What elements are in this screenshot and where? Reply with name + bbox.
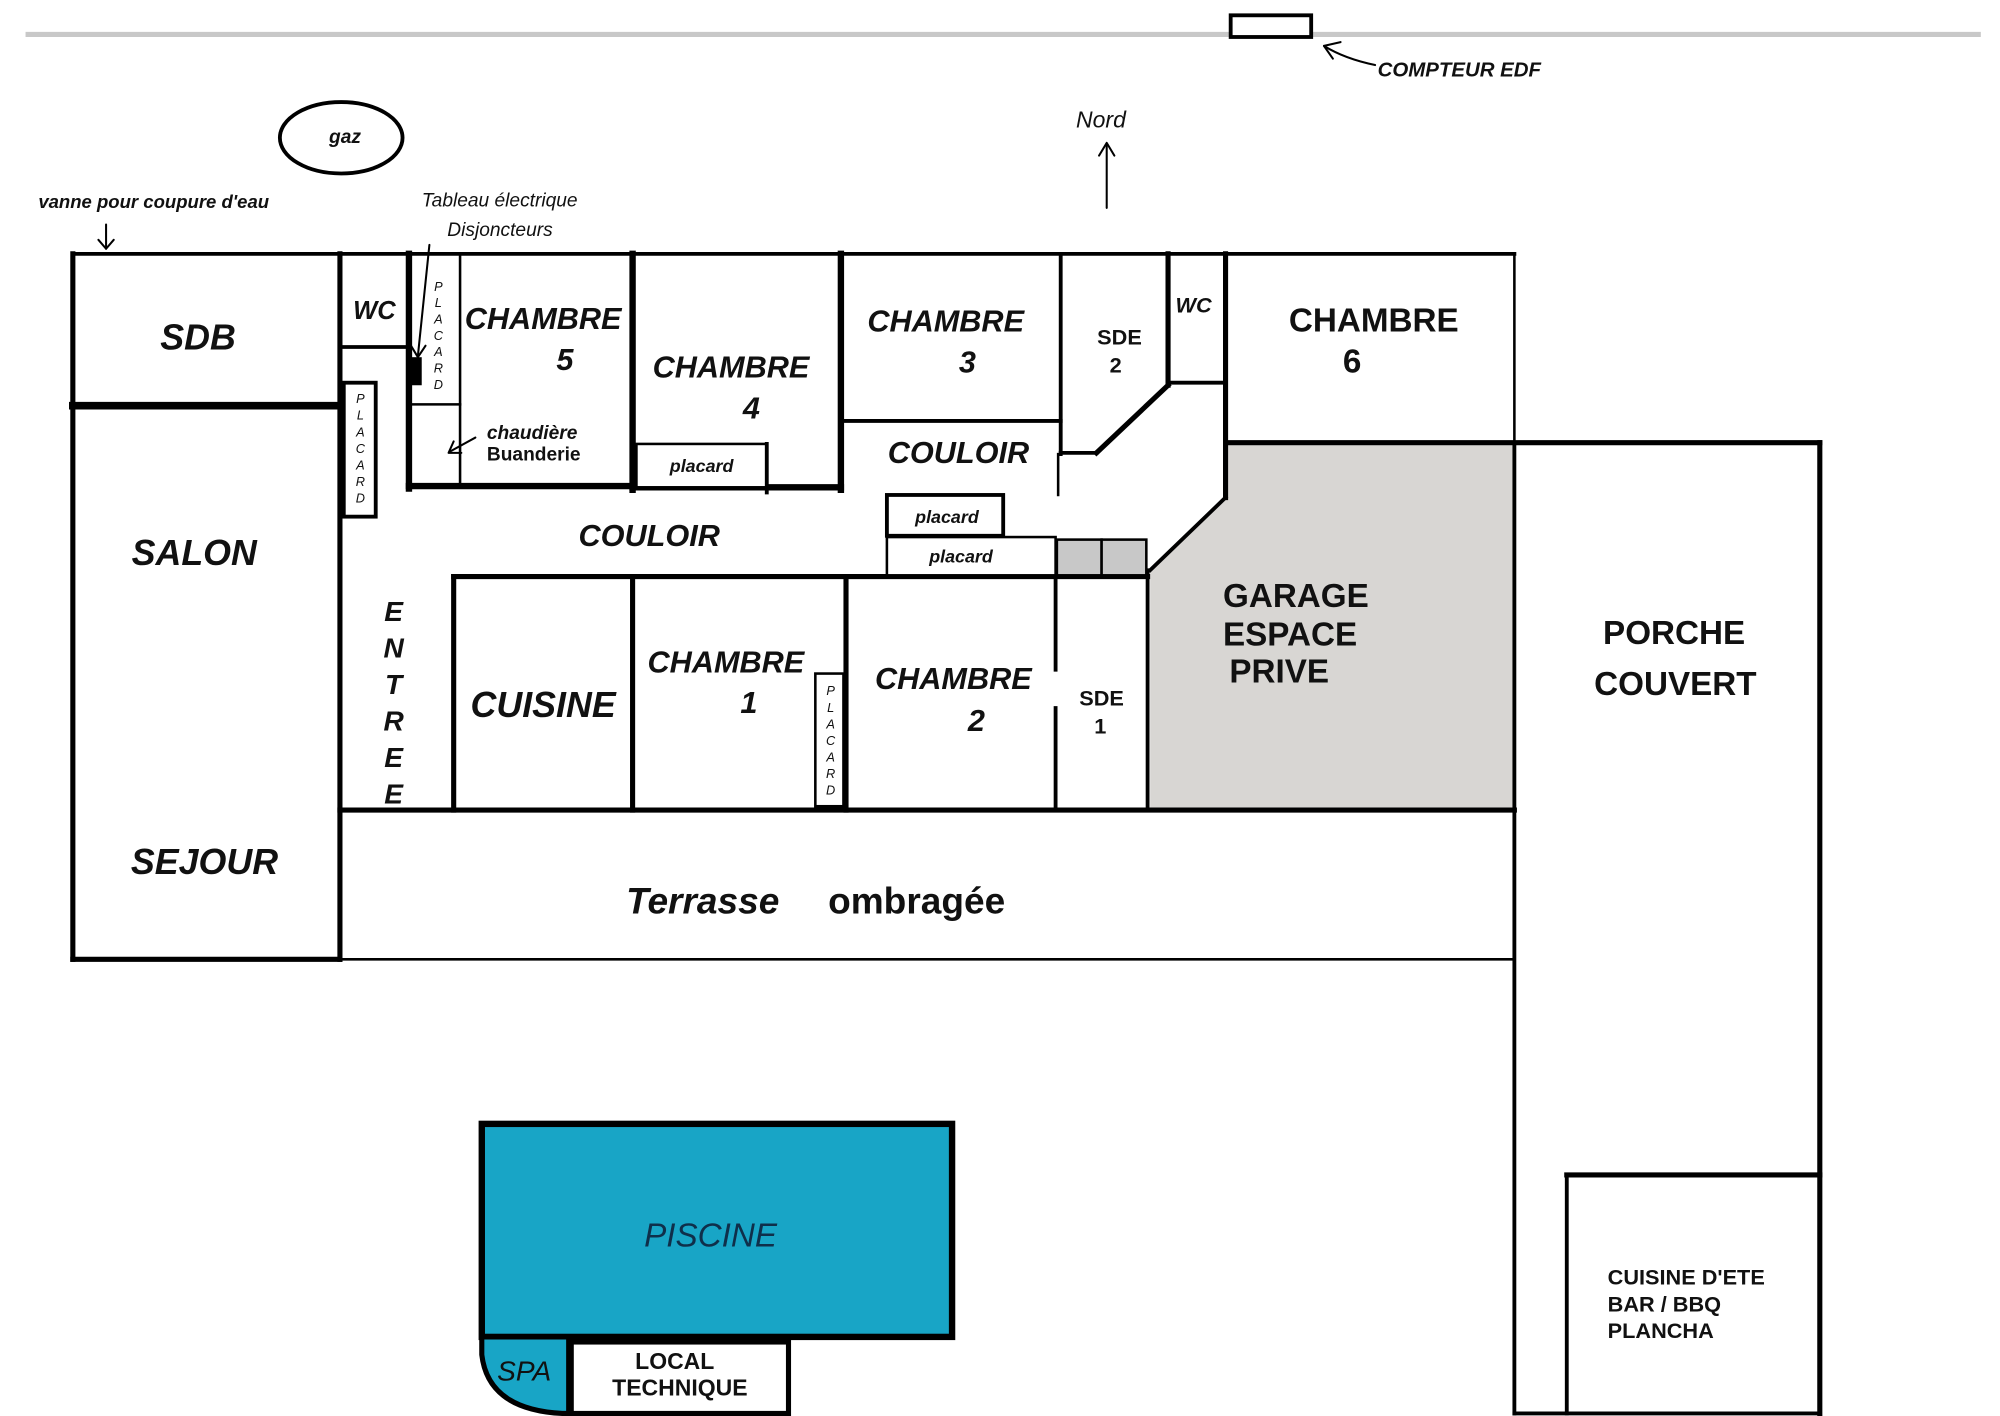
water-valve-arrow xyxy=(97,223,115,250)
summer-kitchen-label-3: PLANCHA xyxy=(1608,1318,1714,1343)
placard-left-box xyxy=(341,380,378,519)
pool-label: PISCINE xyxy=(644,1217,778,1254)
placard-label-middle-1: placard xyxy=(914,507,980,527)
garage-area xyxy=(1150,445,1515,811)
room-number-chambre-6: 6 xyxy=(1343,344,1361,381)
spa xyxy=(479,1334,572,1416)
wall-garage-diagonal xyxy=(1147,494,1229,573)
room-label-chambre-6: CHAMBRE xyxy=(1289,303,1459,340)
room-label-sdb: SDB xyxy=(160,318,236,358)
electric-meter-arrow xyxy=(1322,41,1377,67)
room-label-couloir-2: COULOIR xyxy=(579,519,720,553)
room-number-chambre-2: 2 xyxy=(967,704,985,738)
electrical-panel-label: Tableau électrique xyxy=(422,191,578,212)
room-number-chambre-1: 1 xyxy=(740,686,757,720)
placard-chambre1-box xyxy=(814,672,845,808)
room-label-couloir-1: COULOIR xyxy=(888,436,1029,470)
room-label-sejour: SEJOUR xyxy=(131,842,278,882)
breakers-label: Disjoncteurs xyxy=(447,220,553,241)
closet-gray-2 xyxy=(1100,538,1148,577)
room-label-prive: PRIVE xyxy=(1229,654,1329,691)
pool xyxy=(478,1120,956,1341)
room-number-chambre-4: 4 xyxy=(742,391,760,425)
electrical-panel-marker xyxy=(410,357,422,386)
terrace-label-ombragee: ombragée xyxy=(828,879,1005,921)
boiler-arrow xyxy=(447,436,477,454)
summer-kitchen-label-2: BAR / BBQ xyxy=(1608,1291,1721,1316)
electric-meter-box xyxy=(1228,13,1314,39)
water-valve-label: vanne pour coupure d'eau xyxy=(38,191,269,212)
spa-label: SPA xyxy=(497,1355,551,1386)
north-arrow-icon xyxy=(1098,141,1116,209)
room-number-chambre-5: 5 xyxy=(556,343,574,377)
boiler-label: chaudière xyxy=(487,423,578,444)
room-label-wc-1: WC xyxy=(353,297,396,325)
room-label-porche: PORCHE xyxy=(1603,615,1745,652)
room-label-chambre-3: CHAMBRE xyxy=(867,305,1025,339)
room-label-chambre-2: CHAMBRE xyxy=(875,662,1033,696)
room-label-chambre-4: CHAMBRE xyxy=(653,351,811,385)
room-label-chambre-5: CHAMBRE xyxy=(465,302,623,336)
room-label-couvert: COUVERT xyxy=(1594,666,1756,703)
room-label-chambre-1: CHAMBRE xyxy=(648,645,806,679)
room-label-sde-2: SDE xyxy=(1097,324,1142,349)
room-label-sde-1: SDE xyxy=(1079,685,1124,710)
room-number-sde-1: 1 xyxy=(1094,714,1106,739)
gas-tank-outline xyxy=(277,100,405,176)
terrace-label-terrasse: Terrasse xyxy=(626,879,779,921)
technical-room-label-1: LOCAL xyxy=(635,1348,714,1374)
north-label: Nord xyxy=(1076,107,1127,133)
laundry-label: Buanderie xyxy=(487,445,581,466)
room-label-garage: GARAGE xyxy=(1223,578,1369,615)
room-label-wc-2: WC xyxy=(1176,293,1213,318)
placard-label-middle-2: placard xyxy=(928,547,994,567)
room-label-espace: ESPACE xyxy=(1223,617,1357,654)
technical-room-label-2: TECHNIQUE xyxy=(612,1375,747,1401)
closet-gray-1 xyxy=(1055,538,1103,577)
technical-room xyxy=(568,1339,792,1416)
room-number-sde-2: 2 xyxy=(1110,353,1122,378)
placard-middle-2-box xyxy=(885,535,1057,577)
placard-chambre4-box xyxy=(635,442,769,489)
room-number-chambre-3: 3 xyxy=(959,346,976,380)
summer-kitchen-label-1: CUISINE D'ETE xyxy=(1608,1265,1765,1290)
wall-sde2-diagonal xyxy=(1092,381,1172,457)
electric-meter-label: COMPTEUR EDF xyxy=(1378,60,1542,82)
electrical-panel-arrow xyxy=(409,243,431,359)
gas-label: gaz xyxy=(328,127,361,148)
room-label-salon: SALON xyxy=(132,533,258,573)
placard-label-chambre-4: placard xyxy=(669,456,735,476)
room-label-cuisine: CUISINE xyxy=(471,685,617,725)
